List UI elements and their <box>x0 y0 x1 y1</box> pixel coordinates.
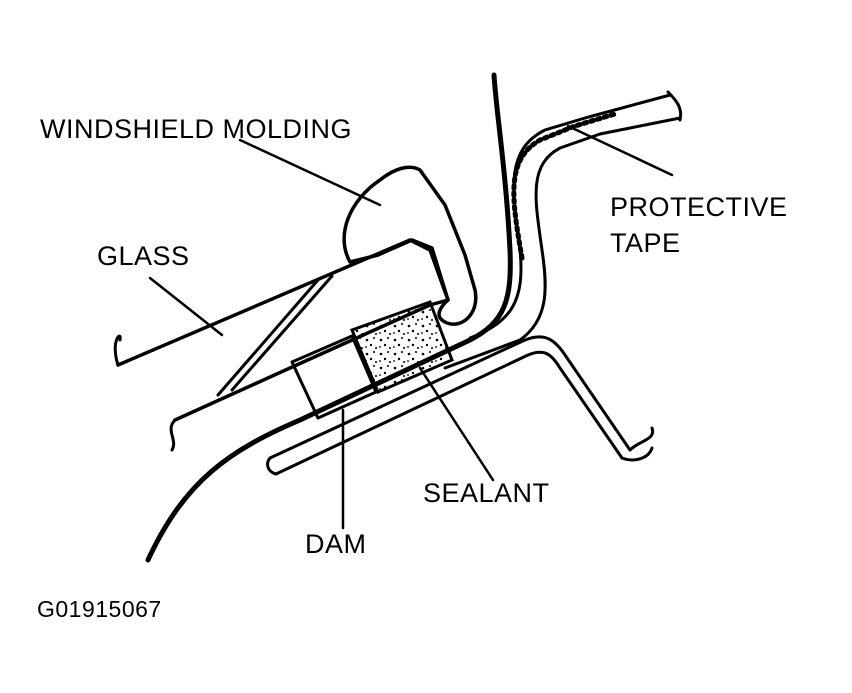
figure-id: G01915067 <box>37 596 162 622</box>
body-outer-panel <box>145 72 513 563</box>
label-tape: TAPE <box>610 228 681 258</box>
label-windshield-molding: WINDSHIELD MOLDING <box>40 114 352 144</box>
inner-flange-upper <box>268 335 632 460</box>
dam <box>290 334 378 420</box>
label-dam: DAM <box>305 529 367 559</box>
leader-windshield-molding <box>238 138 382 207</box>
label-glass: GLASS <box>97 241 190 271</box>
roof-panel-outer-line <box>443 116 682 370</box>
windshield-molding <box>342 165 478 326</box>
inner-flange-left-end <box>266 456 278 476</box>
protective-tape <box>511 111 618 261</box>
label-sealant: SEALANT <box>423 478 550 508</box>
leader-sealant <box>418 366 495 482</box>
leader-protective-tape <box>566 124 674 177</box>
inner-flange-lower <box>274 350 624 476</box>
roof-panel-break <box>666 90 683 122</box>
leader-glass <box>148 276 224 337</box>
label-protective: PROTECTIVE <box>610 192 788 222</box>
glass-reflection-line <box>216 278 320 397</box>
glass-left-break <box>113 334 177 452</box>
inner-flange-right-break <box>620 426 655 462</box>
sealant <box>350 300 454 394</box>
glass-reflection-line <box>230 274 334 392</box>
